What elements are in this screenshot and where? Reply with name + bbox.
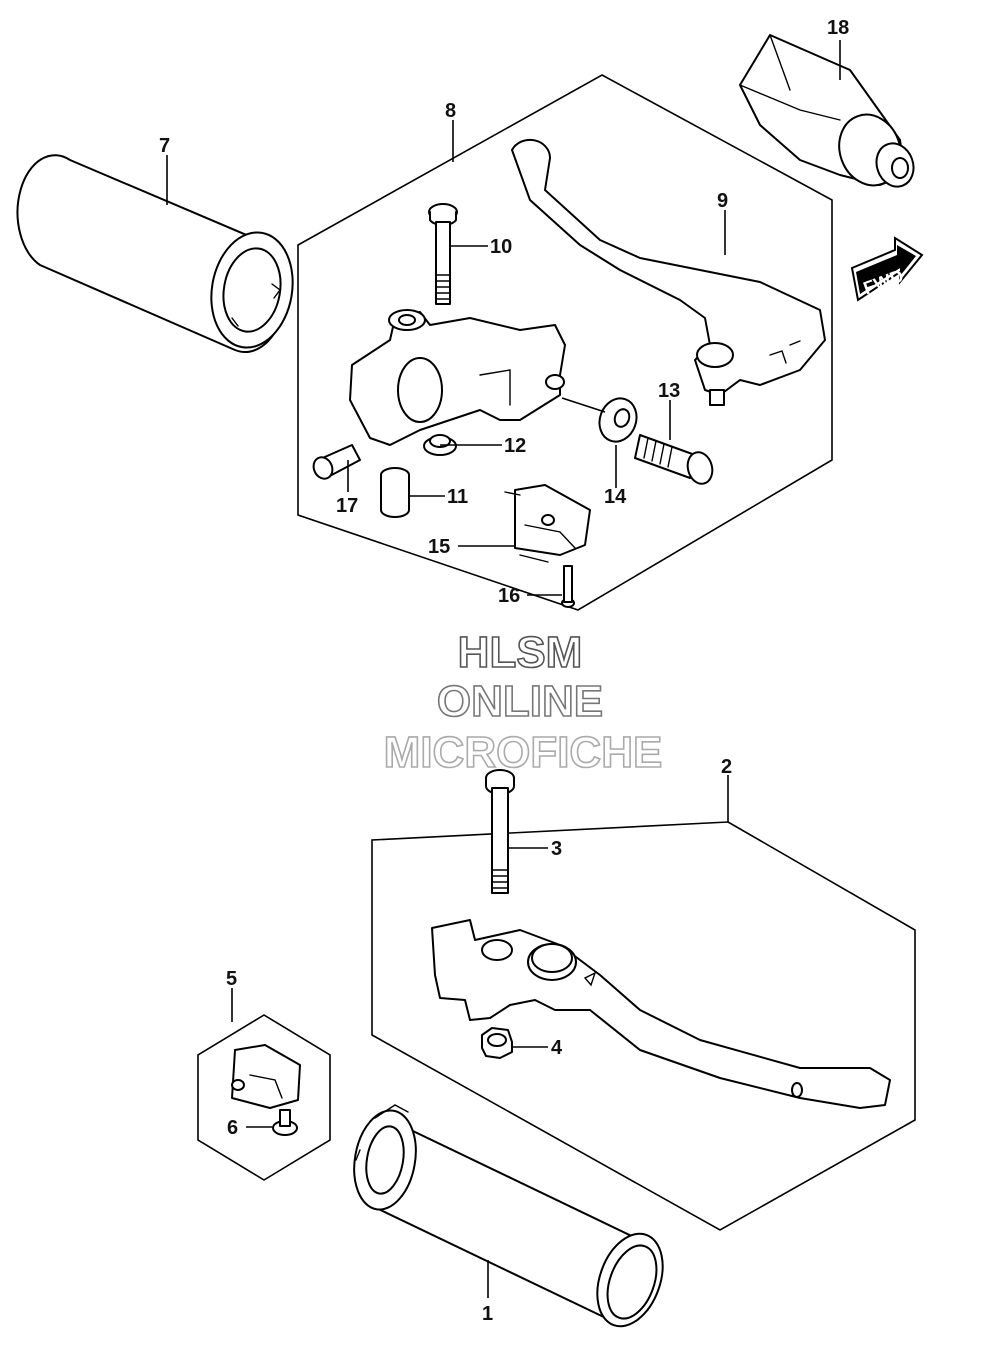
part-15-switch <box>504 484 591 563</box>
part-7-grip <box>16 154 294 353</box>
callout-6: 6 <box>227 1117 238 1139</box>
callout-17: 17 <box>336 495 358 517</box>
callout-12: 12 <box>504 435 526 457</box>
callout-18: 18 <box>827 17 849 39</box>
part-1-throttle-grip <box>353 1104 664 1328</box>
part-16-screw <box>561 565 575 608</box>
part-10-bolt <box>428 203 458 305</box>
part-17-screw <box>312 444 361 480</box>
watermark-line-3: MICROFICHE <box>384 728 663 777</box>
part-12-nut <box>423 434 457 456</box>
assembly-2-boundary <box>371 821 916 1231</box>
part-14-washer <box>598 397 638 443</box>
part-18-cover <box>739 34 915 188</box>
callout-10: 10 <box>490 236 512 258</box>
part-11-collar <box>380 467 410 518</box>
fwd-arrow: FWD <box>850 236 924 302</box>
callout-15: 15 <box>428 536 450 558</box>
callout-11: 11 <box>447 486 468 508</box>
part-6-screw <box>272 1109 298 1136</box>
callout-4: 4 <box>551 1037 563 1059</box>
part-3-bolt <box>485 769 515 894</box>
callout-16: 16 <box>498 585 520 607</box>
callout-2: 2 <box>721 756 732 778</box>
watermark-line-1: HLSM <box>458 628 583 677</box>
callouts: 7 8 18 9 10 13 12 11 14 17 15 16 2 3 4 5… <box>159 17 849 1325</box>
callout-14: 14 <box>604 486 627 508</box>
callout-9: 9 <box>717 190 728 212</box>
callout-5: 5 <box>226 968 237 990</box>
watermark-line-2: ONLINE <box>437 677 603 726</box>
part-8-holder <box>349 309 566 446</box>
part-5-switch <box>231 1044 301 1109</box>
callout-7: 7 <box>159 135 170 157</box>
watermark: HLSM ONLINE MICROFICHE <box>383 627 663 778</box>
part-2-brake-lever <box>431 919 891 1109</box>
callout-13: 13 <box>658 380 680 402</box>
assembly-8-boundary <box>297 74 833 611</box>
part-13-adjuster <box>634 434 714 485</box>
callout-3: 3 <box>551 838 562 860</box>
part-4-nut <box>481 1027 513 1059</box>
part-9-lever <box>511 138 826 406</box>
assembly-5-boundary <box>197 1014 331 1181</box>
callout-8: 8 <box>445 100 456 122</box>
leader-lines <box>166 40 841 1298</box>
callout-1: 1 <box>482 1303 493 1325</box>
